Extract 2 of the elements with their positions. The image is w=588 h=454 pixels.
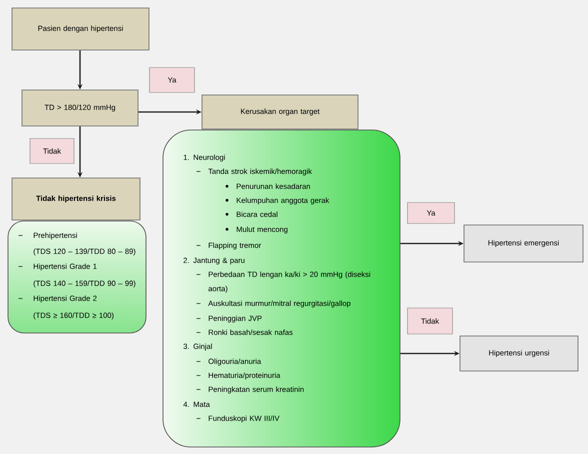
list-panel <box>8 220 146 334</box>
list-panel <box>162 130 400 448</box>
